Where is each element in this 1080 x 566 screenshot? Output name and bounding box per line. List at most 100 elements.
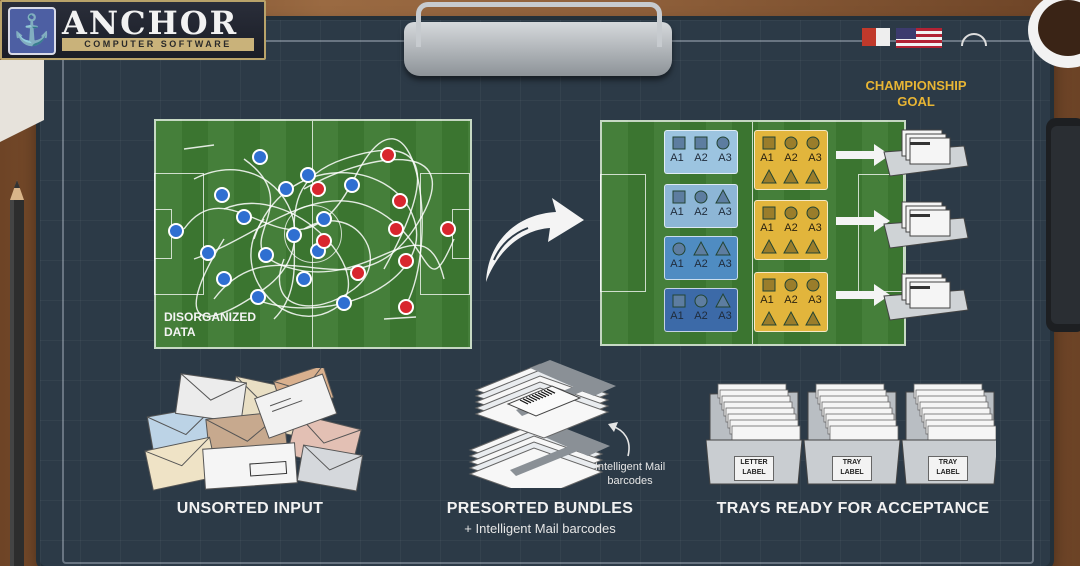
code-label: A2 bbox=[784, 152, 798, 164]
paper-sheet bbox=[0, 60, 44, 142]
player-red bbox=[316, 233, 332, 249]
code-label: A2 bbox=[784, 294, 798, 306]
player-red bbox=[440, 221, 456, 237]
player-red bbox=[310, 181, 326, 197]
tray-label: TRAY LABEL bbox=[832, 456, 872, 481]
player-red bbox=[398, 253, 414, 269]
code-shapes-bottom bbox=[755, 310, 827, 328]
code-shapes-bottom bbox=[755, 168, 827, 186]
code-labels: A1 A2 A3 bbox=[755, 294, 827, 306]
player-blue bbox=[216, 271, 232, 287]
goal-arrows bbox=[836, 144, 890, 306]
trays-ready-title: TRAYS READY FOR ACCEPTANCE bbox=[716, 500, 990, 517]
sorted-code-card: A1 A2 A3 bbox=[664, 184, 738, 228]
code-label: A3 bbox=[718, 152, 732, 164]
code-shapes bbox=[762, 206, 820, 220]
player-blue bbox=[336, 295, 352, 311]
player-blue bbox=[252, 149, 268, 165]
code-labels: A1 A2 A3 bbox=[755, 222, 827, 234]
code-shapes bbox=[762, 136, 820, 150]
anchor-logo[interactable]: ⚓ ANCHOR COMPUTER SOFTWARE bbox=[0, 0, 266, 60]
anchor-icon: ⚓ bbox=[8, 7, 56, 55]
code-shapes-bottom bbox=[755, 238, 827, 256]
player-blue bbox=[278, 181, 294, 197]
player-blue bbox=[200, 245, 216, 261]
transform-arrow-icon bbox=[486, 198, 584, 282]
sorted-tray-card: A1 A2 A3 bbox=[754, 272, 828, 332]
clip-wire bbox=[416, 2, 662, 47]
clip-plate bbox=[404, 22, 672, 76]
unsorted-envelopes bbox=[144, 368, 364, 492]
player-red bbox=[392, 193, 408, 209]
sorted-code-card: A1 A2 A3 bbox=[664, 288, 738, 332]
left-pitch bbox=[154, 119, 472, 349]
player-blue bbox=[250, 289, 266, 305]
player-blue bbox=[296, 271, 312, 287]
presorted-bundles-title: PRESORTED BUNDLES bbox=[446, 500, 634, 517]
disorganized-data-label: DISORGANIZED DATA bbox=[164, 310, 257, 339]
center-circle bbox=[284, 205, 342, 263]
presorted-bundles bbox=[468, 360, 616, 488]
tray-label: LETTER LABEL bbox=[734, 456, 774, 481]
player-blue bbox=[168, 223, 184, 239]
player-red bbox=[388, 221, 404, 237]
code-shapes bbox=[762, 278, 820, 292]
code-label: A1 bbox=[670, 152, 684, 164]
unsorted-input-title: UNSORTED INPUT bbox=[176, 500, 324, 517]
tray-label: TRAY LABEL bbox=[928, 456, 968, 481]
code-labels: A1 A2 A3 bbox=[665, 152, 737, 164]
player-red bbox=[350, 265, 366, 281]
player-blue bbox=[344, 177, 360, 193]
player-blue bbox=[214, 187, 230, 203]
code-label: A2 bbox=[694, 310, 708, 322]
code-label: A3 bbox=[808, 152, 822, 164]
code-label: A3 bbox=[808, 222, 822, 234]
brand-name: ANCHOR bbox=[62, 4, 239, 42]
code-label: A1 bbox=[670, 206, 684, 218]
player-blue bbox=[300, 167, 316, 183]
code-label: A1 bbox=[670, 258, 684, 270]
code-label: A3 bbox=[718, 258, 732, 270]
code-label: A2 bbox=[694, 258, 708, 270]
mail-trays bbox=[706, 383, 996, 485]
right-pitch-left-box bbox=[600, 174, 646, 292]
brand-subtitle: COMPUTER SOFTWARE bbox=[62, 38, 254, 51]
code-label: A2 bbox=[694, 206, 708, 218]
sorted-code-card: A1 A2 A3 bbox=[664, 236, 738, 280]
code-labels: A1 A2 A3 bbox=[665, 206, 737, 218]
sorted-tray-card: A1 A2 A3 bbox=[754, 200, 828, 260]
presorted-bundles-subtitle: + Intelligent Mail barcodes bbox=[464, 521, 616, 536]
coffee-cup-icon bbox=[1028, 0, 1080, 68]
player-blue bbox=[316, 211, 332, 227]
championship-goal-label: CHAMPIONSHIP GOAL bbox=[865, 78, 967, 109]
code-label: A3 bbox=[718, 206, 732, 218]
code-label: A3 bbox=[808, 294, 822, 306]
player-blue bbox=[258, 247, 274, 263]
barcode-callout-arrow bbox=[608, 422, 630, 457]
chaos-scribbles bbox=[168, 138, 456, 320]
right-halfway-line bbox=[752, 122, 753, 344]
code-label: A1 bbox=[760, 294, 774, 306]
code-label: A2 bbox=[784, 222, 798, 234]
code-label: A1 bbox=[670, 310, 684, 322]
player-blue bbox=[286, 227, 302, 243]
code-shapes bbox=[672, 292, 731, 308]
code-labels: A1 A2 A3 bbox=[665, 310, 737, 322]
barcode-callout: Intelligent Mail barcodes bbox=[594, 461, 666, 487]
player-red bbox=[398, 299, 414, 315]
code-shapes bbox=[672, 188, 731, 204]
code-shapes bbox=[672, 240, 731, 256]
code-label: A1 bbox=[760, 222, 774, 234]
code-label: A3 bbox=[718, 310, 732, 322]
player-blue bbox=[236, 209, 252, 225]
goal-trays bbox=[883, 129, 969, 321]
code-label: A2 bbox=[694, 152, 708, 164]
phone-icon bbox=[1046, 118, 1080, 332]
flags-decoration bbox=[862, 28, 987, 48]
code-labels: A1 A2 A3 bbox=[665, 258, 737, 270]
code-shapes bbox=[672, 136, 730, 150]
sorted-code-card: A1 A2 A3 bbox=[664, 130, 738, 174]
